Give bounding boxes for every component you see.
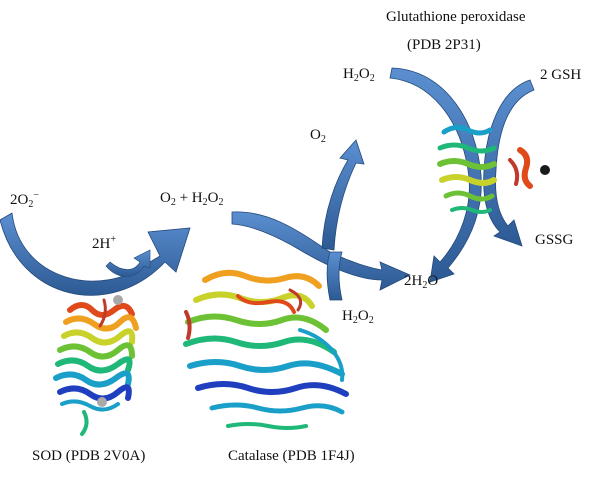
catalase-o2-label: O2 [310,127,326,145]
catalase-o2-arrow [321,139,365,251]
gpx-name-label: Glutathione peroxidase [386,9,526,25]
proton-input-arrow [105,249,151,277]
catalase-h2o2-label: H2O2 [342,308,374,326]
gpx-h2o2-label: H2O2 [343,66,375,84]
protons-label: 2H+ [92,234,116,252]
catalase-protein-structure [183,269,349,430]
gpx-pdb-label: (PDB 2P31) [407,37,481,53]
catalase-h2o2-input-arrow [326,251,343,301]
sod-products-label: O2 + H2O2 [160,190,224,208]
catalase-name-label: Catalase (PDB 1F4J) [228,448,355,464]
water-label: 2H2O [404,273,439,291]
gpx-protein-structure [437,124,550,214]
superoxide-label: 2O2− [10,190,39,210]
sod-name-label: SOD (PDB 2V0A) [32,448,146,464]
sod-protein-structure [53,295,139,436]
gssg-label: GSSG [535,232,574,248]
gpx-h2o2-arrow [389,67,482,283]
catalase-to-water-arrow [231,211,411,291]
gsh-label: 2 GSH [540,67,582,83]
sod-reaction-arrow [0,212,191,296]
